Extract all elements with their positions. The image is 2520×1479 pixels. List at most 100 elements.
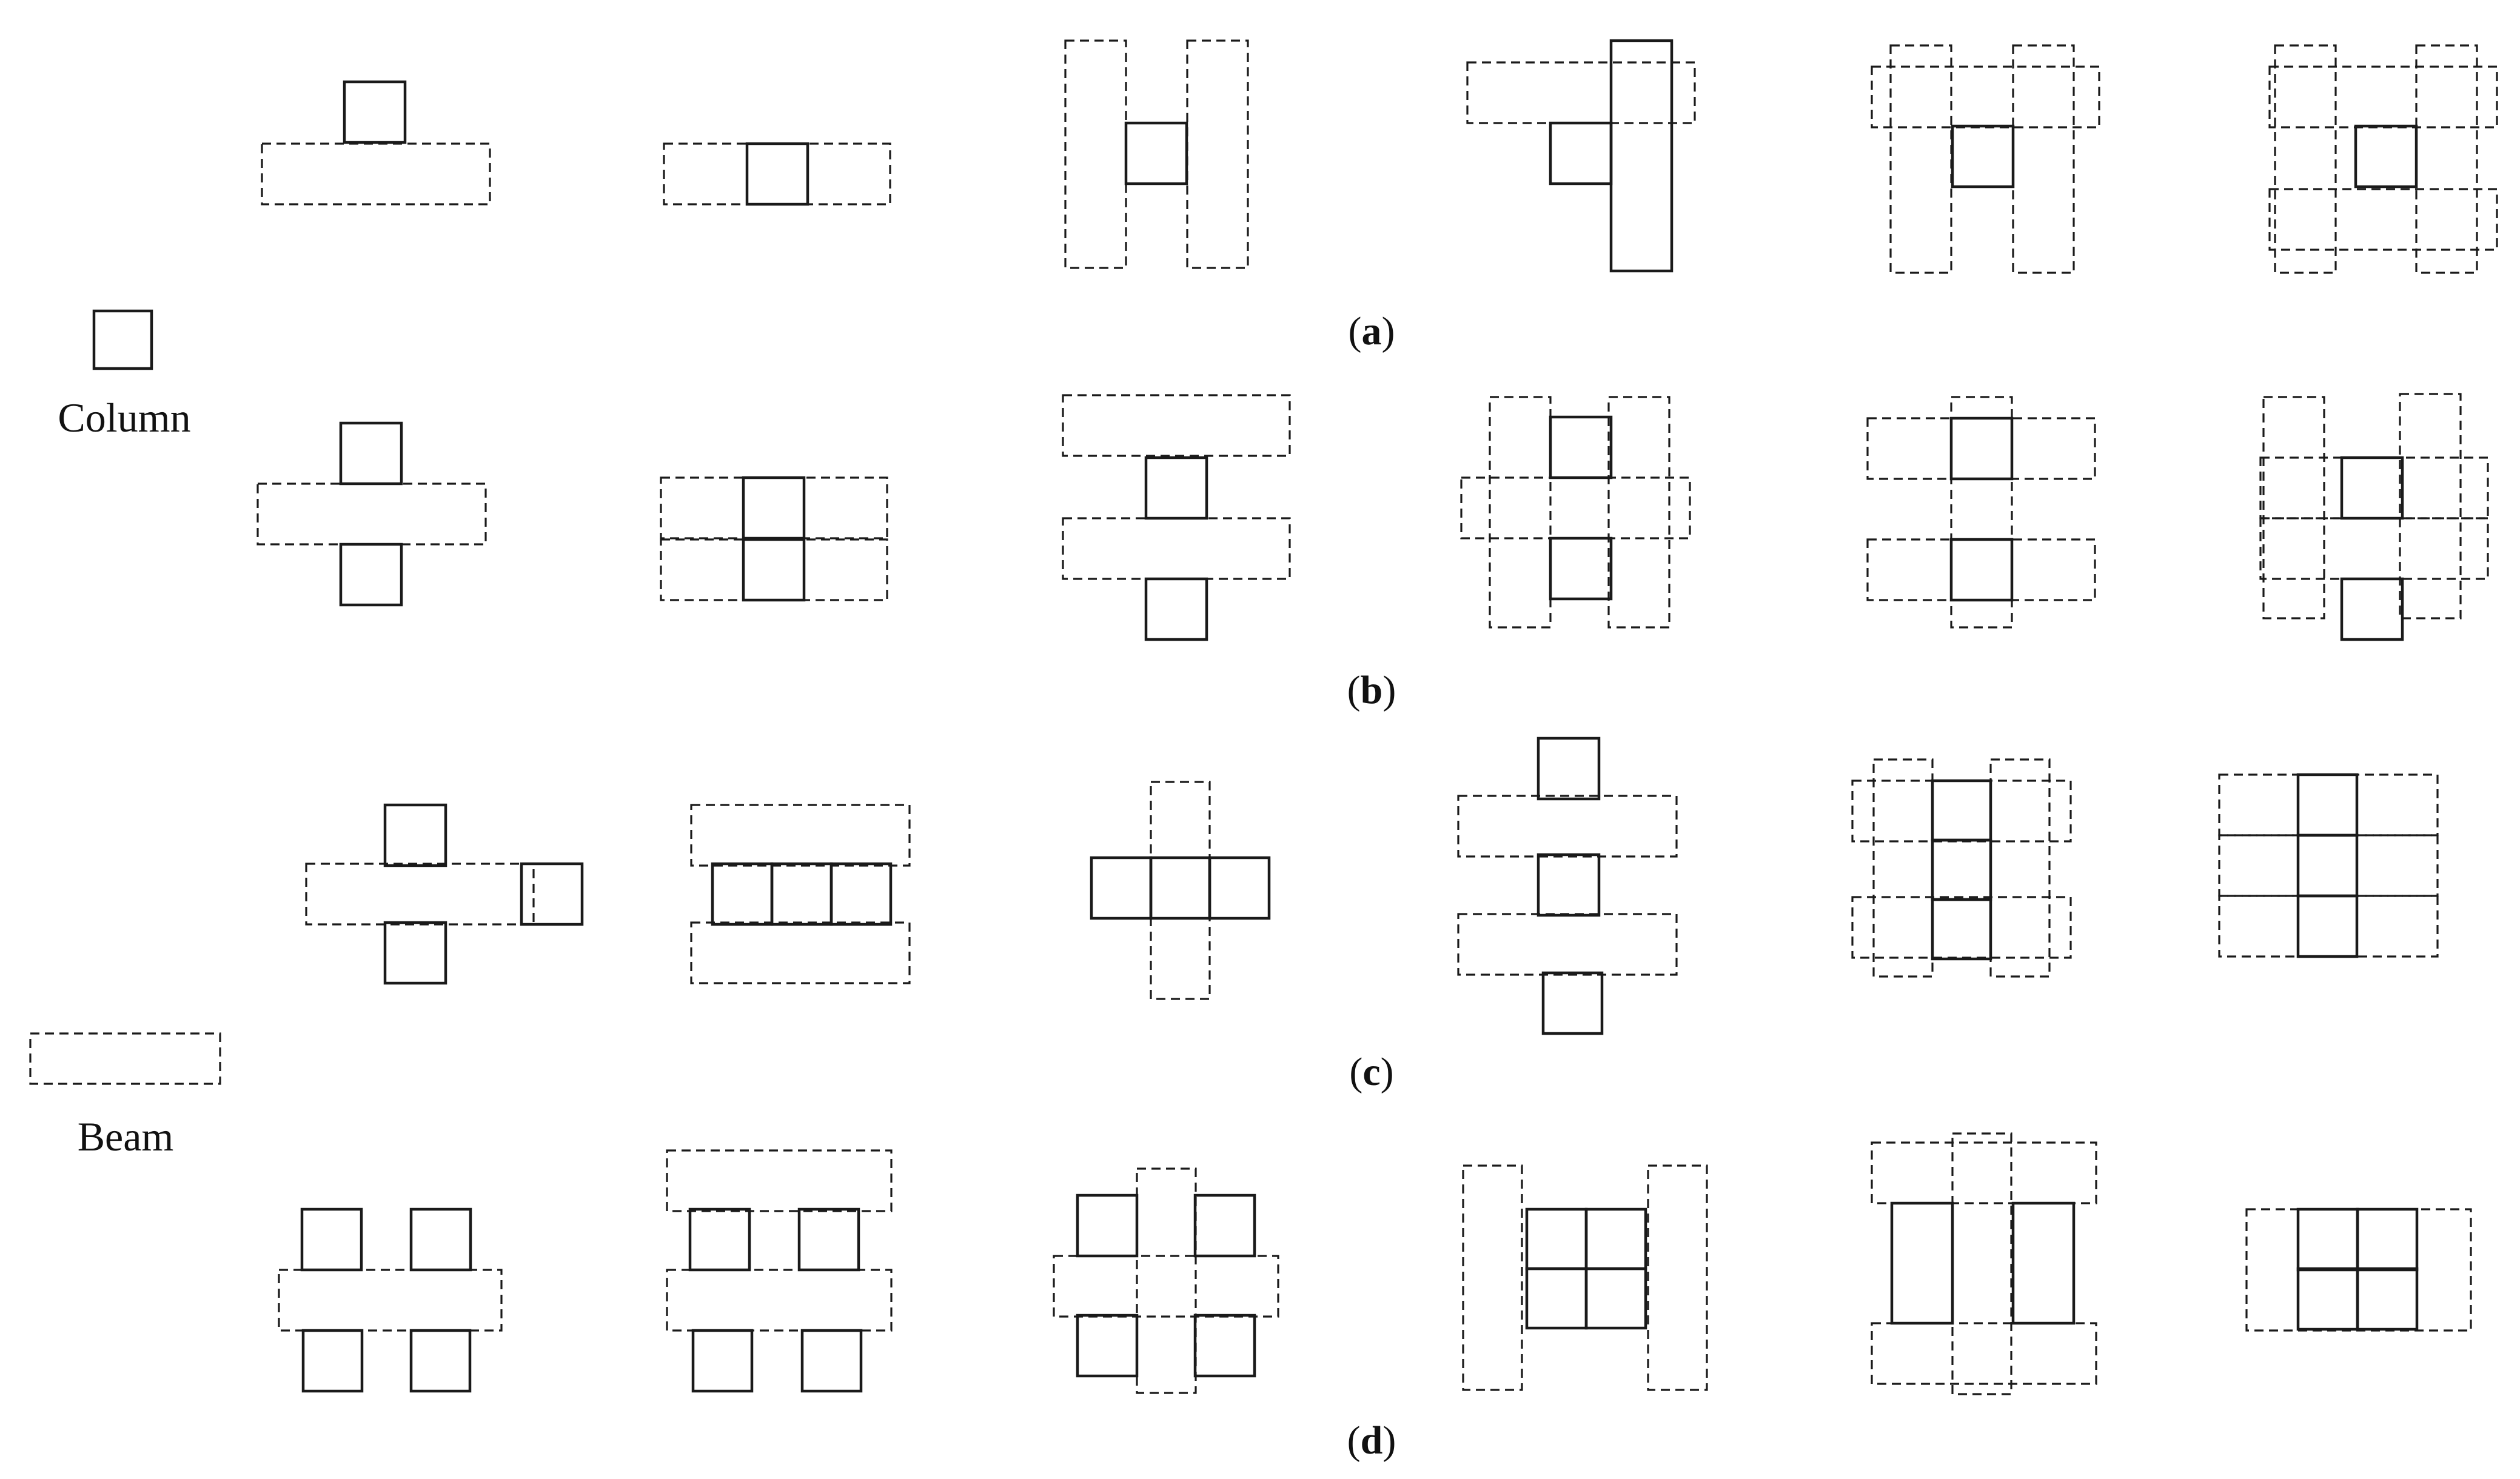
beam-b5 <box>1950 396 2013 629</box>
column-d6 <box>2356 1207 2419 1272</box>
column-d3 <box>1193 1314 1256 1378</box>
beam-a1 <box>261 142 491 205</box>
beam-d5 <box>1871 1141 2097 1204</box>
column-c4 <box>1541 971 1604 1035</box>
column-d6 <box>2296 1267 2359 1331</box>
column-c6 <box>2296 894 2359 958</box>
column-d3 <box>1193 1194 1256 1258</box>
column-c5 <box>1931 779 1992 842</box>
beam-a6 <box>2268 65 2498 129</box>
column-d4 <box>1525 1267 1588 1330</box>
beam-b5 <box>1866 417 2096 480</box>
beam-a5 <box>1889 44 1952 274</box>
column-b3 <box>1144 456 1208 520</box>
column-d2 <box>691 1329 754 1393</box>
column-d1 <box>301 1329 364 1393</box>
beam-c5 <box>1989 758 2051 978</box>
column-d4 <box>1584 1207 1647 1270</box>
beam-a6 <box>2415 44 2478 274</box>
beam-c4 <box>1457 795 1678 858</box>
column-c6 <box>2296 773 2359 837</box>
beam-c6 <box>2218 895 2439 958</box>
beam-b4 <box>1607 396 1671 629</box>
caption-c: (c) <box>1349 1050 1393 1094</box>
column-c4 <box>1536 736 1601 801</box>
column-a2 <box>745 142 809 206</box>
beam-b1 <box>256 482 487 546</box>
beam-d3 <box>1053 1255 1279 1318</box>
beam-b6 <box>2262 396 2325 619</box>
column-d5 <box>1890 1201 1954 1325</box>
beam-c5 <box>1872 758 1934 978</box>
legend-column-label: Column <box>58 395 190 441</box>
beam-c2 <box>690 804 911 867</box>
column-b4 <box>1549 536 1613 601</box>
column-c3 <box>1090 856 1153 920</box>
column-d1 <box>409 1207 472 1272</box>
beam-a6 <box>2268 188 2498 251</box>
beam-c6 <box>2218 834 2439 897</box>
column-a4 <box>1609 39 1674 273</box>
beam-a3 <box>1064 39 1127 269</box>
beam-c4 <box>1457 913 1678 976</box>
beam-a2 <box>663 142 891 205</box>
column-a3 <box>1124 121 1188 185</box>
beam-c1 <box>305 863 535 926</box>
column-d6 <box>2296 1207 2359 1272</box>
column-d4 <box>1584 1267 1647 1330</box>
beam-d5 <box>1951 1132 2012 1395</box>
column-d4 <box>1525 1207 1588 1270</box>
column-a4 <box>1549 121 1613 185</box>
column-c2 <box>770 862 833 926</box>
beam-b3 <box>1062 517 1291 580</box>
column-d6 <box>2356 1267 2419 1331</box>
column-d1 <box>409 1329 472 1393</box>
column-b5 <box>1949 538 2014 602</box>
beam-b6 <box>2399 393 2462 619</box>
column-b2 <box>742 476 806 540</box>
beam-a5 <box>2012 44 2075 274</box>
column-d2 <box>800 1329 863 1393</box>
column-b1 <box>339 543 403 607</box>
joint-configurations <box>256 39 2498 1395</box>
column-c4 <box>1536 853 1601 917</box>
column-b2 <box>742 538 806 602</box>
column-c5 <box>1931 898 1992 961</box>
beam-b3 <box>1062 394 1291 457</box>
beam-b2 <box>660 538 888 601</box>
beam-d4 <box>1462 1164 1523 1391</box>
beam-b4 <box>1460 476 1691 539</box>
column-d3 <box>1076 1194 1139 1258</box>
column-d2 <box>688 1207 751 1272</box>
beam-b6 <box>2259 517 2489 580</box>
beam-d5 <box>1871 1322 2097 1385</box>
beam-c6 <box>2218 773 2439 836</box>
column-a1 <box>343 80 407 144</box>
column-b1 <box>339 421 403 486</box>
column-c3 <box>1149 856 1211 920</box>
column-c1 <box>383 803 447 867</box>
column-c6 <box>2296 833 2359 898</box>
beam-c5 <box>1851 780 2072 843</box>
column-a6 <box>2354 124 2418 189</box>
beam-a6 <box>2274 44 2337 274</box>
beam-b5 <box>1866 538 2096 601</box>
caption-a: (a) <box>1349 309 1395 353</box>
column-c3 <box>1208 856 1271 920</box>
beam-d2 <box>666 1149 893 1212</box>
column-a5 <box>1951 124 2015 189</box>
legend: Column Beam <box>29 309 221 1160</box>
beam-c2 <box>690 921 911 984</box>
column-b4 <box>1549 415 1613 479</box>
beam-c5 <box>1851 896 2072 959</box>
column-d1 <box>300 1207 363 1272</box>
beam-a3 <box>1186 39 1249 269</box>
column-c5 <box>1931 838 1992 901</box>
column-b6 <box>2340 577 2404 641</box>
legend-beam-label: Beam <box>78 1113 174 1160</box>
beam-c3 <box>1150 781 1211 1000</box>
beam-b2 <box>660 476 888 539</box>
beam-d1 <box>278 1269 503 1332</box>
beam-a5 <box>1871 65 2100 129</box>
